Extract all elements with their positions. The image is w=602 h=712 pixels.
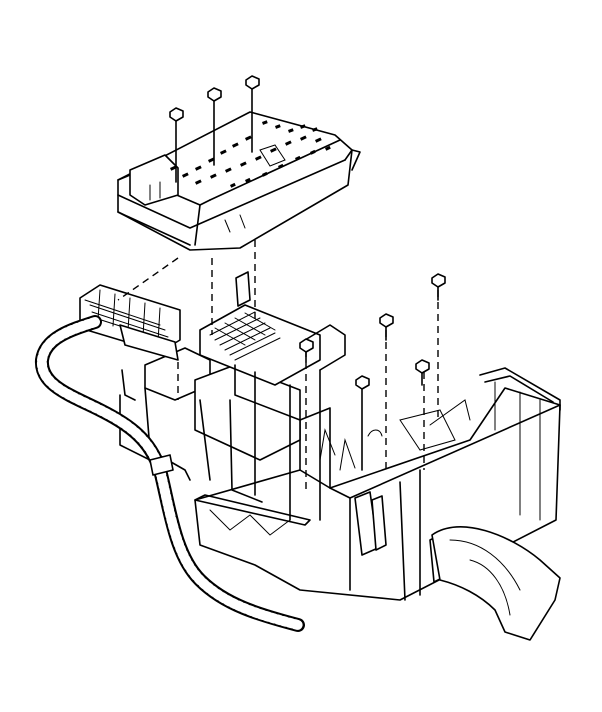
bolt-5 [379,313,394,341]
fuse-block-housing [119,271,346,521]
bolt-3 [245,75,260,153]
bolt-6 [299,338,314,363]
bolt-8 [415,359,430,386]
housing-terminal-grid [209,311,281,361]
fuse-block-cover [117,111,361,251]
bolt-2 [207,87,222,166]
bolt-4 [431,273,446,301]
bolt-7 [355,375,370,471]
bolt-1 [169,107,184,183]
mounting-bracket-arm [431,526,561,641]
wiring-harness-conduit [35,315,305,632]
cover-fuse-slots [170,120,331,188]
alignment-guides [117,240,439,490]
